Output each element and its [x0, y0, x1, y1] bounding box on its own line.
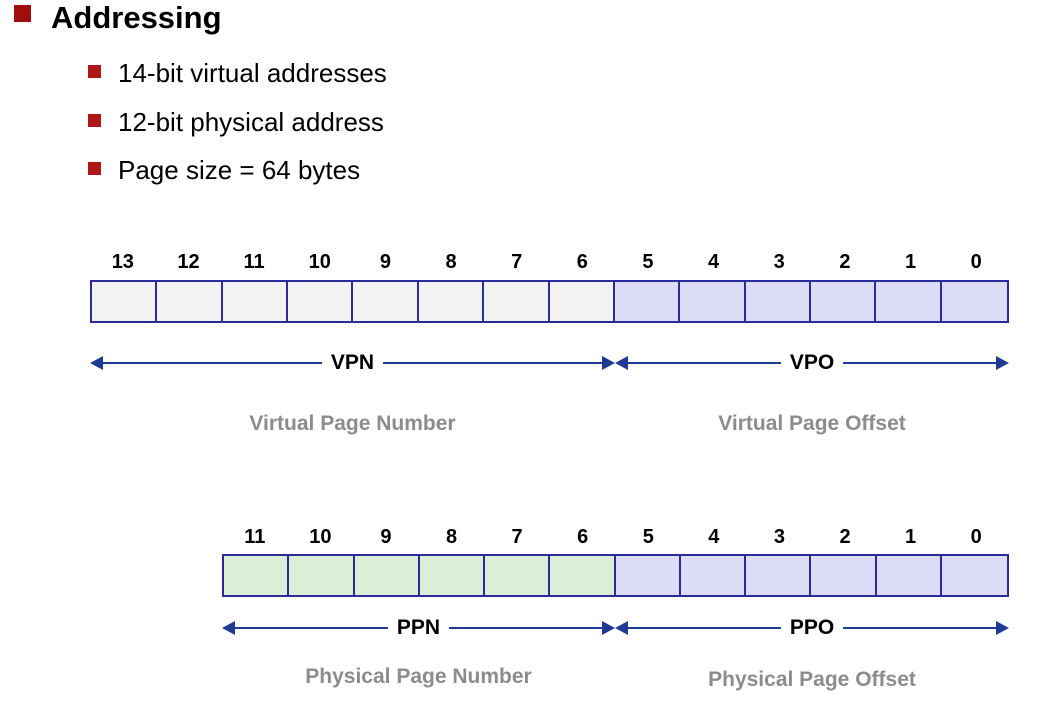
physical-address-bit-cell: [224, 556, 290, 595]
virtual-address-bit-cell: [614, 282, 681, 321]
virtual-address-bit-cell: [157, 282, 223, 321]
virtual-address-bit-label: 0: [970, 251, 982, 273]
virtual-address-bit-cell: [549, 282, 615, 321]
physical-address-bit-cell: [615, 556, 681, 595]
physical-address-bit-cell: [746, 556, 812, 595]
virtual-address-bit-label: 7: [511, 251, 523, 273]
list-item-label: Page size = 64 bytes: [118, 155, 361, 185]
square-bullet-icon: [88, 65, 101, 78]
physical-address-bit-label: 10: [309, 526, 332, 548]
virtual-address-bit-label: 13: [111, 251, 134, 273]
virtual-address-bit-cell: [92, 282, 158, 321]
list-item: Page size = 64 bytes: [88, 157, 360, 183]
virtual-address-bit-cell: [810, 282, 877, 321]
physical-address-bit-cell: [485, 556, 551, 595]
virtual-address-bit-label: 10: [308, 251, 331, 273]
physical-address-bit-label: 1: [905, 526, 917, 548]
physical-address-bit-cell: [876, 556, 942, 595]
vpo-label: VPO: [789, 350, 835, 374]
virtual-address-bit-label: 5: [642, 251, 654, 273]
vpn-span-arrow: VPN: [90, 348, 615, 378]
virtual-address-bit-cell: [484, 282, 550, 321]
virtual-address-bit-cell: [288, 282, 354, 321]
arrow-line: [383, 362, 602, 364]
arrow-right-icon: [602, 356, 615, 370]
physical-address-bit-label: 0: [970, 526, 982, 548]
physical-address-field-arrows: PPN PPO: [222, 613, 1010, 643]
arrow-line: [103, 362, 322, 364]
ppo-label: PPO: [789, 615, 835, 639]
list-item: 14-bit virtual addresses: [88, 60, 387, 86]
virtual-address-bit-cell: [745, 282, 811, 321]
vpo-span-arrow: VPO: [615, 348, 1010, 378]
arrow-left-icon: [615, 356, 628, 370]
physical-address-bit-cell: [811, 556, 877, 595]
square-bullet-icon: [14, 5, 31, 22]
square-bullet-icon: [88, 114, 101, 127]
virtual-address-bit-label: 9: [379, 251, 391, 273]
virtual-address-bit-cell: [418, 282, 485, 321]
physical-address-bit-label: 5: [642, 526, 654, 548]
slide-title-row: Addressing: [14, 2, 222, 33]
physical-page-offset-caption: Physical Page Offset: [708, 668, 916, 691]
vpn-label: VPN: [330, 350, 375, 374]
physical-address-bit-cell: [680, 556, 746, 595]
virtual-address-bit-label: 6: [576, 251, 588, 273]
arrow-right-icon: [996, 356, 1010, 370]
physical-address-bit-label: 9: [380, 526, 392, 548]
physical-address-bit-label: 8: [445, 526, 458, 548]
virtual-address-bit-label: 11: [243, 251, 265, 273]
arrow-left-icon: [615, 621, 628, 635]
arrow-line: [628, 362, 781, 364]
virtual-address-bit-label: 2: [839, 251, 851, 273]
arrow-line: [843, 362, 997, 364]
physical-address-bit-label: 6: [577, 526, 589, 548]
square-bullet-icon: [88, 162, 101, 175]
virtual-address-field-arrows: VPN VPO: [90, 348, 1010, 378]
arrow-right-icon: [602, 621, 615, 635]
virtual-address-bit-cell: [876, 282, 942, 321]
virtual-address-bit-cell: [941, 282, 1008, 321]
physical-address-bit-cells: [222, 554, 1009, 597]
physical-page-number-caption: Physical Page Number: [305, 665, 532, 688]
arrow-left-icon: [90, 356, 103, 370]
physical-address-bit-cell: [354, 556, 420, 595]
virtual-address-bit-cell: [353, 282, 419, 321]
arrow-line: [235, 627, 388, 629]
arrow-line: [843, 627, 997, 629]
arrow-right-icon: [996, 621, 1010, 635]
arrow-line: [449, 627, 602, 629]
physical-address-bit-label: 7: [511, 526, 523, 548]
virtual-address-bit-label: 12: [177, 251, 200, 273]
physical-address-bit-label: 3: [773, 526, 785, 548]
virtual-address-bit-label: 1: [904, 251, 917, 273]
virtual-address-bit-label: 8: [445, 251, 457, 273]
ppn-label: PPN: [396, 615, 441, 639]
virtual-address-bit-cells: [90, 280, 1009, 323]
page-title: Addressing: [51, 0, 222, 35]
physical-address-bit-label: 4: [708, 526, 720, 548]
list-item-label: 12-bit physical address: [118, 107, 384, 137]
physical-address-bit-label: 11: [244, 526, 266, 548]
list-item-label: 14-bit virtual addresses: [118, 58, 387, 88]
physical-address-bit-label: 2: [839, 526, 851, 548]
ppn-span-arrow: PPN: [222, 613, 615, 643]
physical-address-bit-cell: [419, 556, 485, 595]
virtual-page-number-caption: Virtual Page Number: [249, 412, 456, 435]
virtual-address-bit-label: 3: [773, 251, 785, 273]
physical-address-bit-cell: [289, 556, 355, 595]
physical-address-bit-cell: [550, 556, 616, 595]
ppo-span-arrow: PPO: [615, 613, 1010, 643]
arrow-left-icon: [222, 621, 235, 635]
arrow-line: [628, 627, 781, 629]
virtual-address-bit-label: 4: [708, 251, 720, 273]
virtual-page-offset-caption: Virtual Page Offset: [718, 412, 906, 435]
list-item: 12-bit physical address: [88, 109, 384, 135]
virtual-address-bit-cell: [680, 282, 746, 321]
physical-address-bit-cell: [941, 556, 1007, 595]
virtual-address-bit-cell: [222, 282, 289, 321]
